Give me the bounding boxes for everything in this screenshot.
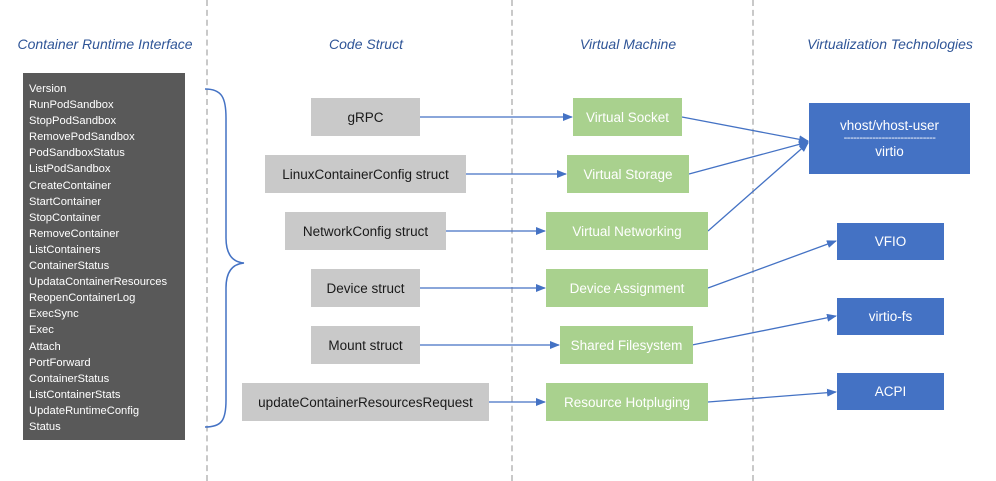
column-divider-2	[511, 0, 513, 481]
tech-vhost-label: vhost/vhost-user	[839, 118, 940, 133]
vm-resource-hotpluging: Resource Hotpluging	[546, 383, 708, 421]
tech-virtio-fs: virtio-fs	[837, 298, 944, 335]
code-struct-update-container-resources-request: updateContainerResourcesRequest	[242, 383, 489, 421]
cri-method: PortForward	[29, 356, 91, 369]
tech-acpi: ACPI	[837, 373, 944, 410]
code-struct-linux-container-config: LinuxContainerConfig struct	[265, 155, 466, 193]
cri-method: ListContainerStats	[29, 388, 121, 401]
header-virtualization-technologies: Virtualization Technologies	[807, 36, 973, 52]
header-cri: Container Runtime Interface	[17, 36, 193, 52]
curly-brace	[204, 88, 245, 428]
cri-method: StopContainer	[29, 211, 101, 224]
column-divider-1	[206, 0, 208, 481]
arrow-socket-to-vhost	[681, 116, 809, 144]
cri-method: ListPodSandbox	[29, 163, 111, 176]
code-struct-device: Device struct	[311, 269, 420, 307]
cri-method: ContainerStatus	[29, 260, 110, 273]
cri-method: RemovePodSandbox	[29, 131, 135, 144]
cri-method: Status	[29, 420, 61, 433]
cri-method: RemoveContainer	[29, 227, 120, 240]
cri-method: Exec	[29, 324, 54, 337]
cri-method: UpdataContainerResources	[29, 276, 168, 289]
code-struct-network-config: NetworkConfig struct	[285, 212, 446, 250]
arrow-storage-to-vhost	[688, 140, 809, 175]
cri-method: StartContainer	[29, 195, 102, 208]
code-struct-grpc: gRPC	[311, 98, 420, 136]
header-code-struct: Code Struct	[329, 36, 403, 52]
arrow-assignment-to-vfio	[707, 240, 837, 289]
cri-method: ExecSync	[29, 308, 79, 321]
cri-method: ListContainers	[29, 243, 101, 256]
vm-virtual-storage: Virtual Storage	[567, 155, 689, 193]
arrow-networking-to-vhost	[707, 142, 809, 232]
arrow-hotplug-to-acpi	[707, 388, 837, 403]
cri-method-list: Version RunPodSandbox StopPodSandbox Rem…	[23, 73, 185, 440]
tech-separator: -----------------------------	[843, 132, 936, 144]
cri-method: UpdateRuntimeConfig	[29, 404, 140, 417]
header-virtual-machine: Virtual Machine	[579, 36, 677, 52]
vm-virtual-networking: Virtual Networking	[546, 212, 708, 250]
column-divider-3	[752, 0, 754, 481]
cri-method: ReopenContainerLog	[29, 292, 136, 305]
vm-device-assignment: Device Assignment	[546, 269, 708, 307]
cri-method: PodSandboxStatus	[29, 147, 125, 160]
arrow-filesystem-to-virtiofs	[691, 313, 837, 346]
cri-method: Version	[29, 83, 67, 95]
cri-method: Attach	[29, 340, 61, 353]
cri-method: CreateContainer	[29, 179, 112, 192]
tech-vfio: VFIO	[837, 223, 944, 260]
cri-method: StopPodSandbox	[29, 115, 117, 128]
cri-method: RunPodSandbox	[29, 99, 114, 112]
tech-vhost-virtio: vhost/vhost-user -----------------------…	[809, 103, 970, 174]
cri-method: ContainerStatus	[29, 372, 110, 385]
vm-virtual-socket: Virtual Socket	[573, 98, 682, 136]
code-struct-mount: Mount struct	[311, 326, 420, 364]
tech-virtio-label: virtio	[875, 144, 904, 159]
vm-shared-filesystem: Shared Filesystem	[560, 326, 693, 364]
